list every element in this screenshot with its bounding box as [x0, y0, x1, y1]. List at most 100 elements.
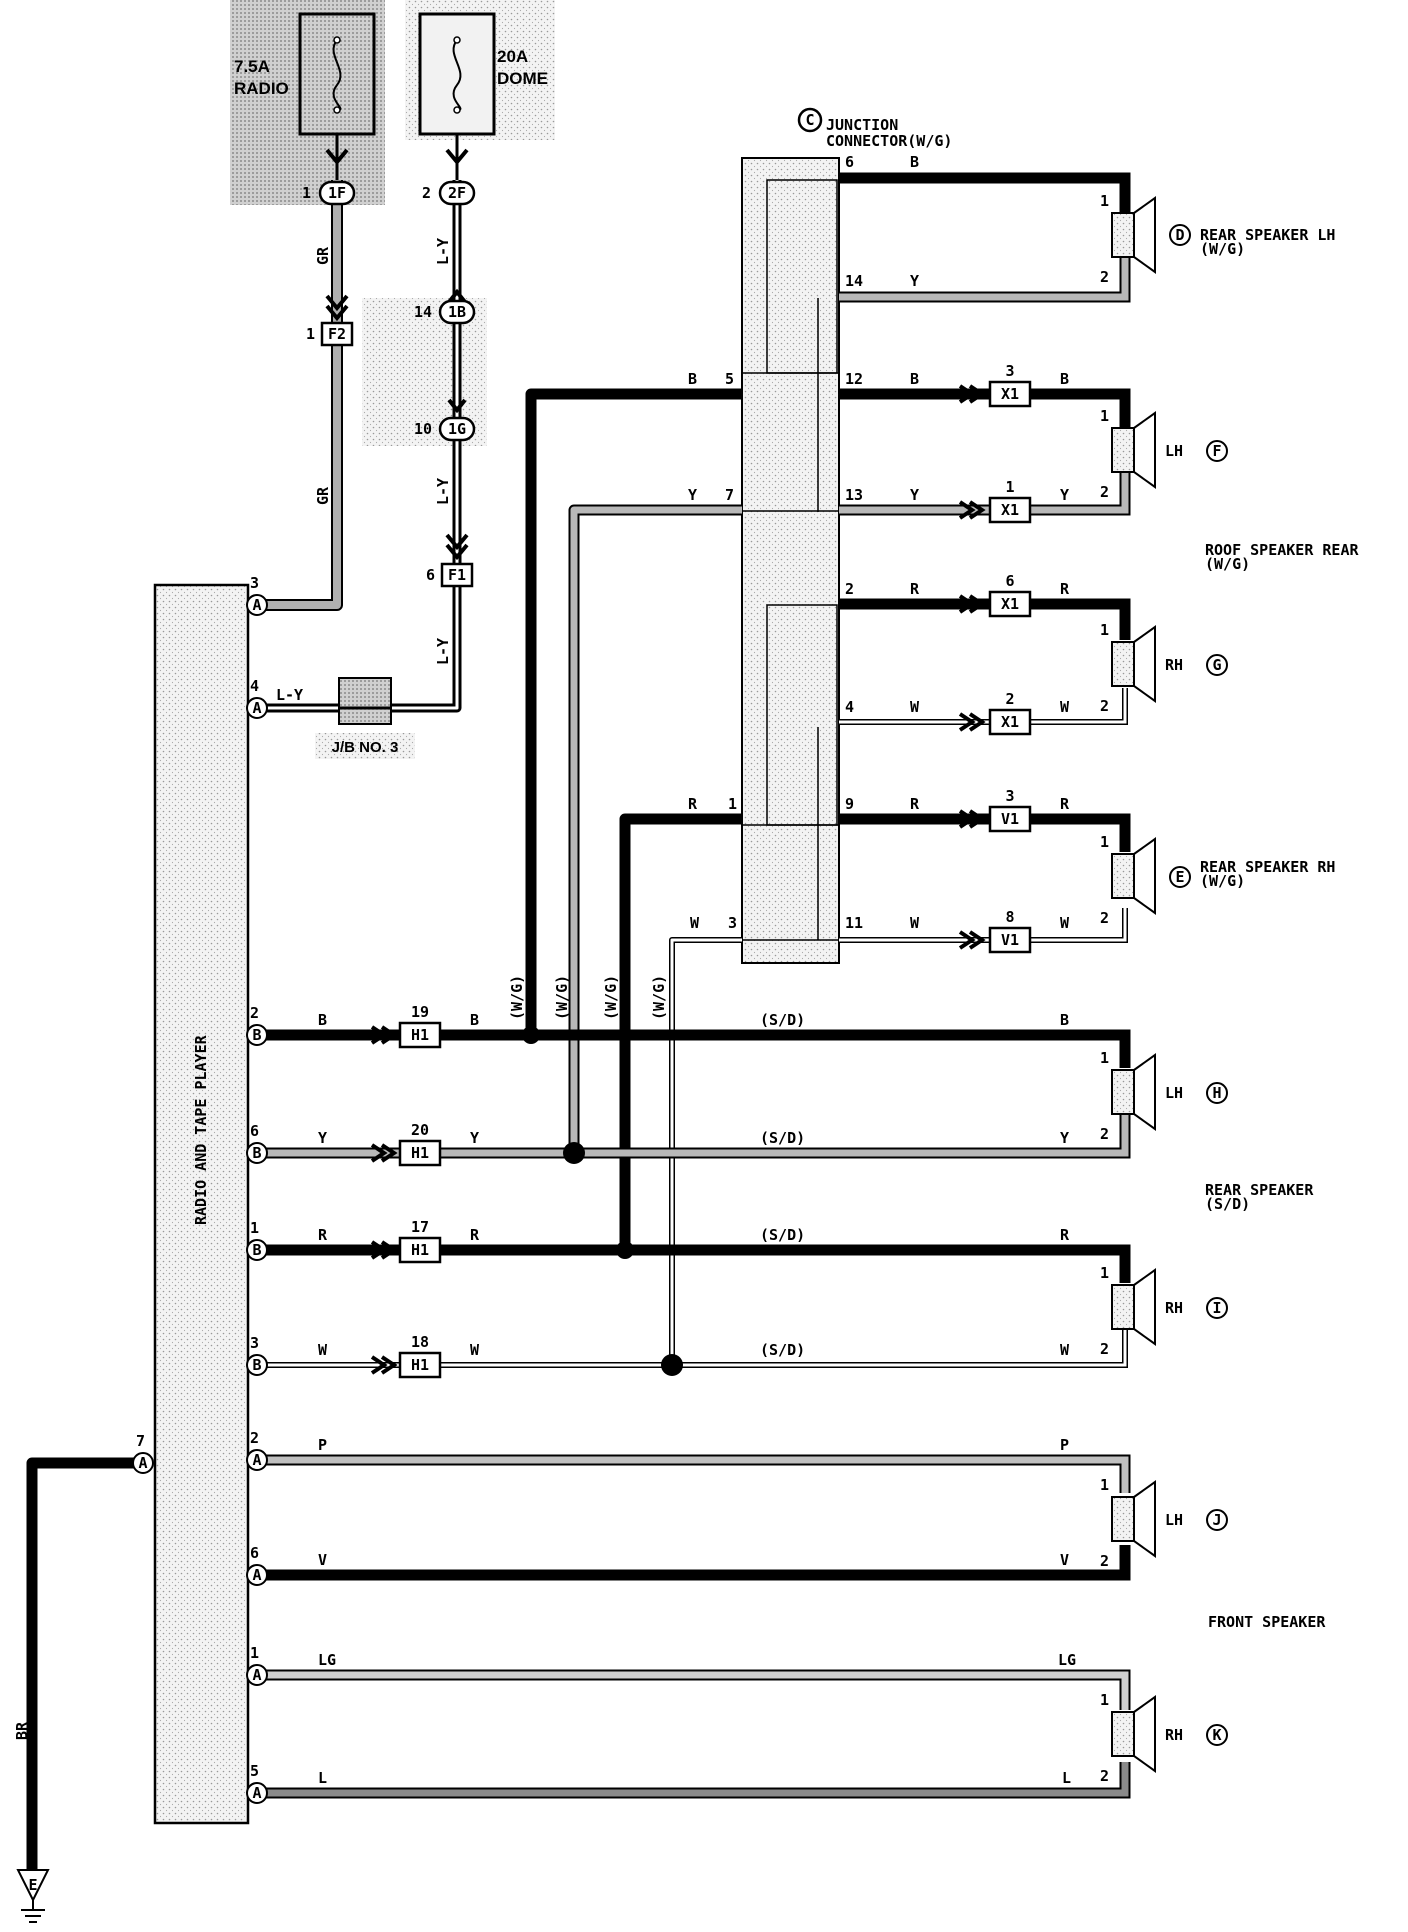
svg-text:2: 2 [1100, 1552, 1109, 1570]
jpin-3: 3 [728, 914, 737, 932]
connector-h1-20: H1 20 [398, 1121, 442, 1167]
radio-pin-b3: B 3 [246, 1334, 268, 1376]
speaker-h [1111, 1053, 1156, 1131]
svg-text:1B: 1B [448, 303, 466, 321]
connector-x1-3: X1 3 [988, 362, 1032, 408]
svg-text:X1: X1 [1001, 385, 1019, 403]
radio-pin-a5: A 5 [246, 1762, 268, 1804]
speaker-k [1111, 1695, 1156, 1773]
svg-text:A: A [252, 699, 261, 717]
svg-text:1: 1 [1100, 621, 1109, 639]
speaker-e-label: E REAR SPEAKER RH (W/G) [1169, 858, 1335, 890]
wire-gr-label-1: GR [314, 246, 332, 265]
connector-f1: F1 [440, 562, 474, 588]
connector-1b-pin: 14 [414, 303, 432, 321]
svg-text:(W/G): (W/G) [1200, 872, 1245, 890]
wire-ly-label-3: L-Y [434, 638, 452, 665]
connector-1g: 1G [438, 416, 476, 442]
svg-text:X1: X1 [1001, 595, 1019, 613]
wire-ly-label-1: L-Y [434, 238, 452, 265]
svg-text:2: 2 [1100, 909, 1109, 927]
svg-text:RH: RH [1165, 656, 1183, 674]
wire-label: L [1062, 1769, 1071, 1787]
wire-label: R [1060, 795, 1070, 813]
wire-wg-label: (W/G) [508, 975, 526, 1020]
wire-label: R [910, 580, 920, 598]
svg-text:A: A [252, 1566, 261, 1584]
radio-pin-a3: A 3 [246, 574, 268, 616]
svg-text:I: I [1212, 1299, 1221, 1317]
junction-label-2: CONNECTOR(W/G) [826, 132, 952, 150]
svg-text:1: 1 [1100, 833, 1109, 851]
speaker-e [1111, 837, 1156, 915]
speaker-k-label: RH K [1165, 1724, 1228, 1746]
connector-2f-pin: 2 [422, 184, 431, 202]
radio-pin-a2: A 2 [246, 1429, 268, 1471]
svg-text:F1: F1 [448, 566, 466, 584]
svg-text:7: 7 [136, 1432, 145, 1450]
svg-text:17: 17 [411, 1218, 429, 1236]
wire-label: B [1060, 1011, 1069, 1029]
wire-label: Y [910, 272, 919, 290]
radio-pin-b1: B 1 [246, 1219, 268, 1261]
wire-sd-label: (S/D) [760, 1129, 805, 1147]
wire-label: W [910, 914, 920, 932]
wire-ly-label-2: L-Y [434, 478, 452, 505]
radio-pin-a1: A 1 [246, 1644, 268, 1686]
wire-wg-label: (W/G) [553, 975, 571, 1020]
svg-text:B: B [252, 1026, 261, 1044]
svg-text:2: 2 [1100, 1125, 1109, 1143]
speaker-f [1111, 411, 1156, 489]
junction-letter-circle [797, 107, 823, 133]
svg-text:2: 2 [1100, 483, 1109, 501]
svg-text:REAR SPEAKER RH: REAR SPEAKER RH [1200, 858, 1335, 876]
speaker-i [1111, 1268, 1156, 1346]
speaker-j-label: LH J [1165, 1509, 1228, 1531]
svg-text:3: 3 [1005, 362, 1014, 380]
fuse-radio-amp: 7.5A [234, 57, 270, 76]
jpin-14: 14 [845, 272, 863, 290]
jpin-7: 7 [725, 486, 734, 504]
svg-text:RH: RH [1165, 1726, 1183, 1744]
wire-label: Y [910, 486, 919, 504]
speaker-f-label: LH F [1165, 440, 1228, 462]
wire-label: W [690, 914, 700, 932]
svg-text:H: H [1212, 1084, 1221, 1102]
connector-v1-3: V1 3 [988, 787, 1032, 833]
wire-wg-label: (W/G) [602, 975, 620, 1020]
wire-label: R [688, 795, 698, 813]
svg-text:K: K [1212, 1726, 1221, 1744]
svg-text:18: 18 [411, 1333, 429, 1351]
radio-tape-player-label: RADIO AND TAPE PLAYER [192, 1034, 210, 1225]
speaker-h-label: LH H [1165, 1082, 1228, 1104]
svg-text:B: B [252, 1356, 261, 1374]
svg-text:J: J [1212, 1511, 1221, 1529]
connector-f1-pin: 6 [426, 566, 435, 584]
svg-text:4: 4 [250, 677, 259, 695]
svg-text:F2: F2 [328, 325, 346, 343]
connector-1f: 1F [318, 180, 356, 206]
svg-text:2: 2 [1005, 690, 1014, 708]
wire-label: L [318, 1769, 327, 1787]
fuse-dome-amp: 20A [497, 47, 528, 66]
svg-text:F: F [1212, 442, 1221, 460]
svg-text:(S/D): (S/D) [1205, 1195, 1250, 1213]
jpin-4: 4 [845, 698, 854, 716]
connector-2f: 2F [438, 180, 476, 206]
svg-text:REAR SPEAKER: REAR SPEAKER [1205, 1181, 1314, 1199]
wire-label: B [910, 153, 919, 171]
wire-label: B [470, 1011, 479, 1029]
radio-pin-a4: A 4 [246, 677, 268, 719]
wire-label: R [318, 1226, 328, 1244]
rear-speaker-sd-label: REAR SPEAKER (S/D) [1205, 1181, 1314, 1213]
connector-h1-19: H1 19 [398, 1003, 442, 1049]
fuse-dome [418, 12, 496, 136]
svg-text:(W/G): (W/G) [1200, 240, 1245, 258]
jb-no3-label: J/B NO. 3 [332, 739, 399, 756]
svg-text:V1: V1 [1001, 810, 1019, 828]
svg-text:1: 1 [1100, 1049, 1109, 1067]
connector-f2: F2 [320, 321, 354, 347]
svg-text:2: 2 [1100, 697, 1109, 715]
speaker-j [1111, 1480, 1156, 1558]
